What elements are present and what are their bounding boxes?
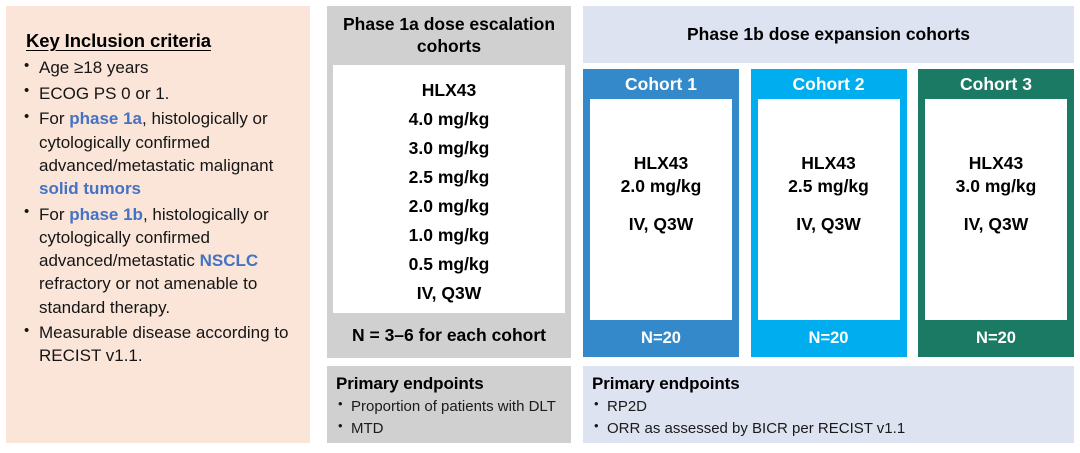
phase-1a-header: Phase 1a dose escalation cohorts (342, 14, 556, 56)
dose-level: IV, Q3W (416, 283, 482, 303)
criteria-text: For (39, 109, 70, 129)
cohort-route: IV, Q3W (963, 214, 1029, 235)
dose-level: HLX43 (421, 80, 477, 100)
highlighted-term: phase 1a (69, 109, 142, 129)
cohort-drug-dose: HLX43 2.5 mg/kg (788, 152, 869, 198)
cohort-sample-size: N=20 (808, 329, 849, 347)
phase-1a-dose-list: HLX43 4.0 mg/kg 3.0 mg/kg 2.5 mg/kg 2.0 mg/k… (333, 65, 565, 313)
cohort-drug-dose: HLX43 3.0 mg/kg (956, 152, 1037, 198)
cohort-title: Cohort 1 (625, 73, 697, 94)
dose-level: 4.0 mg/kg (408, 109, 490, 129)
inclusion-criteria-list: Age ≥18 yearsECOG PS 0 or 1. For phase 1a… (20, 55, 296, 368)
inclusion-criteria-panel: Key Inclusion criteria Age ≥18 yearsECOG… (6, 6, 310, 443)
phase-1a-escalation-box: Phase 1a dose escalation cohorts HLX43 4.… (327, 6, 571, 358)
dose-level: 2.0 mg/kg (408, 196, 490, 216)
dose-level: 1.0 mg/kg (408, 225, 490, 245)
criteria-text: , histologically or cytologically confir… (39, 204, 269, 271)
inclusion-criteria-item: For phase 1a, histologically or cytologi… (20, 107, 296, 200)
cohort-dose: 3.0 mg/kg (955, 176, 1037, 196)
inclusion-criteria-item: Age ≥18 years (20, 55, 296, 79)
cohort-route: IV, Q3W (796, 214, 861, 235)
highlighted-term: NSCLC (199, 251, 259, 271)
criteria-text: , histologically or cytologically confir… (39, 109, 274, 175)
endpoint-item: Proportion of patients with DLT (336, 395, 563, 418)
phase-1b-endpoints-title: Primary endpoints (592, 374, 740, 393)
criteria-text: Measurable disease according to RECIST v… (39, 323, 289, 366)
cohort-route: IV, Q3W (628, 214, 694, 235)
inclusion-criteria-item: Measurable disease according to RECIST v… (20, 321, 296, 367)
inclusion-criteria-title: Key Inclusion criteria (26, 30, 211, 51)
endpoint-item: RP2D (592, 395, 1066, 418)
phase-1a-endpoints-title: Primary endpoints (336, 374, 484, 393)
dose-level: 0.5 mg/kg (408, 254, 490, 274)
phase-1a-column: Phase 1a dose escalation cohorts HLX43 4.… (327, 6, 571, 443)
cohort-title: Cohort 2 (792, 73, 865, 94)
cohort-drug-name: HLX43 (801, 152, 856, 173)
cohort-title: Cohort 3 (960, 73, 1032, 94)
highlighted-term: phase 1b (69, 204, 143, 224)
cohort-drug-name: HLX43 (968, 152, 1024, 173)
criteria-text: Age ≥18 years (39, 58, 149, 77)
cohort-sample-size: N=20 (976, 329, 1016, 347)
phase-1a-endpoints-list: Proportion of patients with DLTMTD (336, 395, 563, 440)
highlighted-term: solid tumors (39, 179, 142, 199)
phase-1b-header: Phase 1b dose expansion cohorts (583, 6, 1074, 63)
cohort-dose: 2.5 mg/kg (788, 176, 869, 196)
phase-1b-column: Phase 1b dose expansion cohorts Cohort 1… (583, 6, 1074, 443)
phase-1b-endpoints-list: RP2DORR as assessed by BICR per RECIST v… (592, 395, 1066, 440)
phase-1a-endpoints-box: Primary endpoints Proportion of patients… (327, 366, 571, 443)
endpoint-item: ORR as assessed by BICR per RECIST v1.1 (592, 417, 1066, 440)
cohort-drug-name: HLX43 (633, 152, 689, 173)
cohort-sample-size: N=20 (641, 329, 681, 347)
cohort-dose: 2.0 mg/kg (620, 176, 702, 196)
inclusion-criteria-item: ECOG PS 0 or 1. (20, 81, 296, 105)
criteria-text: For (39, 204, 70, 224)
inclusion-criteria-item: For phase 1b, histologically or cytologi… (20, 202, 296, 319)
criteria-text: refractory or not amenable to standard t… (39, 274, 258, 317)
criteria-text: ECOG PS 0 or 1. (39, 83, 170, 103)
phase-1b-endpoints-box: Primary endpoints RP2DORR as assessed by… (583, 366, 1074, 443)
phase-1a-n-label: N = 3–6 for each cohort (351, 325, 547, 345)
endpoint-item: MTD (336, 417, 563, 440)
dose-level: 3.0 mg/kg (408, 138, 490, 158)
cohort-drug-dose: HLX43 2.0 mg/kg (621, 152, 702, 198)
dose-level: 2.5 mg/kg (408, 167, 490, 187)
